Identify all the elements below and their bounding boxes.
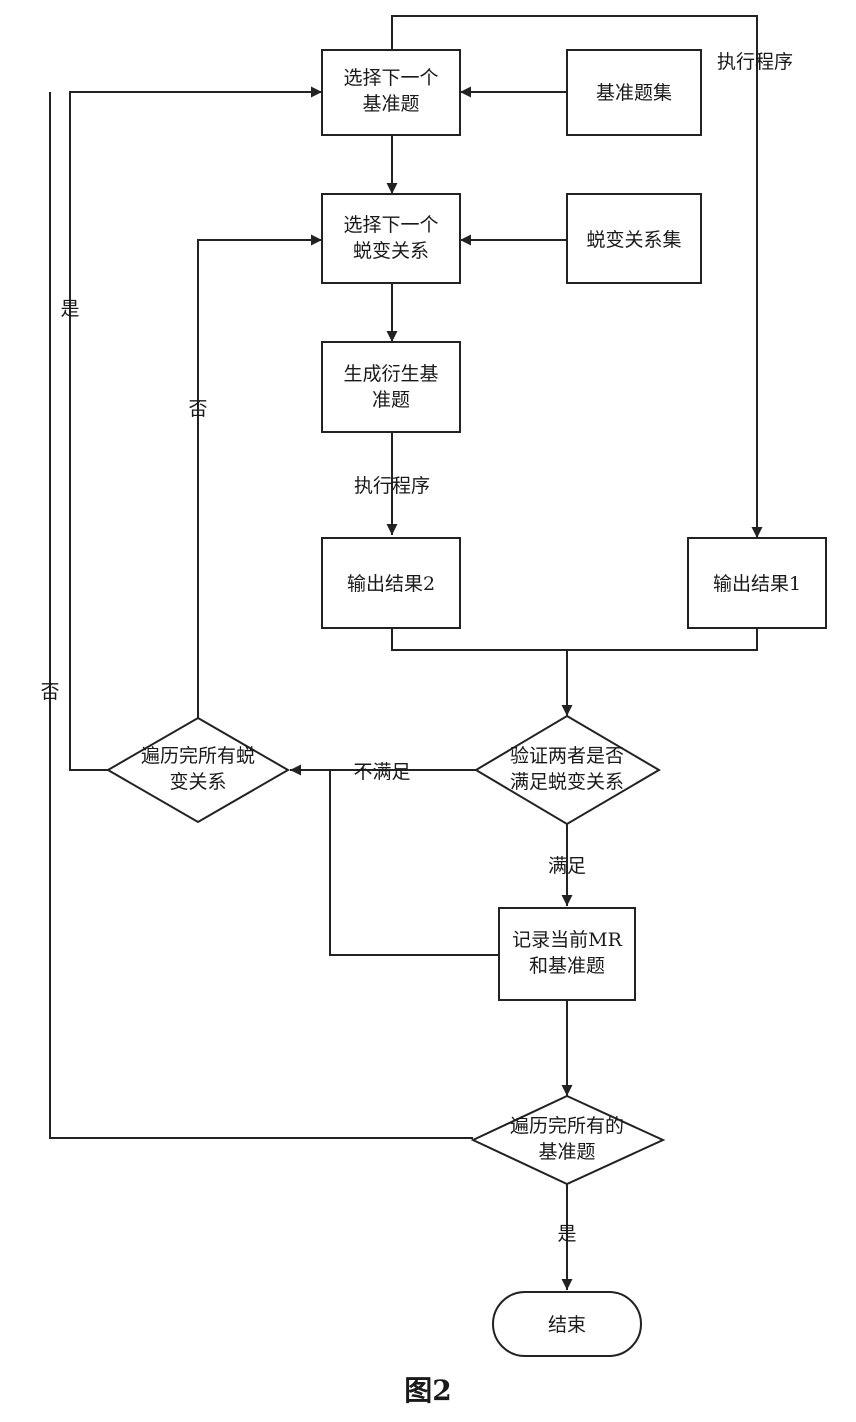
figure-caption: 图2 bbox=[404, 1374, 451, 1407]
node-mr-set: 蜕变关系集 bbox=[566, 193, 702, 284]
svg-text:基准题集: 基准题集 bbox=[596, 82, 672, 104]
label-not-satisfy: 不满足 bbox=[353, 761, 410, 783]
edge-labels: 执行程序 执行程序 否 是 否 不满足 满足 是 bbox=[40, 51, 793, 1245]
svg-text:基准题: 基准题 bbox=[538, 1141, 595, 1163]
edge-all-benchmark-no-to-select bbox=[49, 92, 473, 1139]
node-all-mr-traversed: 遍历完所有蜕 变关系 bbox=[106, 716, 290, 824]
connectors bbox=[49, 15, 763, 1290]
svg-text:结束: 结束 bbox=[548, 1314, 586, 1336]
node-generate-derived: 生成衍生基 准题 bbox=[321, 341, 461, 433]
svg-text:选择下一个: 选择下一个 bbox=[343, 67, 438, 89]
label-yes-left: 是 bbox=[60, 298, 79, 320]
svg-text:和基准题: 和基准题 bbox=[529, 955, 605, 977]
label-satisfy: 满足 bbox=[548, 855, 586, 877]
node-output2: 输出结果2 bbox=[321, 537, 461, 629]
node-all-benchmark-traversed: 遍历完所有的 基准题 bbox=[470, 1094, 666, 1186]
svg-text:遍历完所有的: 遍历完所有的 bbox=[510, 1115, 624, 1137]
svg-text:生成衍生基: 生成衍生基 bbox=[343, 363, 438, 385]
label-no-mr: 否 bbox=[188, 398, 207, 420]
edge-record-to-all-mr bbox=[329, 770, 499, 956]
node-select-mr: 选择下一个 蜕变关系 bbox=[321, 193, 461, 284]
svg-text:记录当前MR: 记录当前MR bbox=[512, 929, 622, 951]
svg-text:蜕变关系: 蜕变关系 bbox=[353, 240, 429, 262]
edge-all-mr-yes-to-select bbox=[69, 86, 322, 771]
svg-text:输出结果2: 输出结果2 bbox=[347, 573, 435, 595]
node-end: 结束 bbox=[492, 1291, 642, 1357]
svg-text:遍历完所有蜕: 遍历完所有蜕 bbox=[141, 745, 255, 767]
edge-all-mr-no-to-select-mr bbox=[197, 234, 322, 718]
label-no-left: 否 bbox=[40, 681, 59, 703]
edge-top-loop-to-output1 bbox=[391, 15, 763, 538]
node-benchmark-set: 基准题集 bbox=[566, 49, 702, 136]
svg-text:选择下一个: 选择下一个 bbox=[343, 214, 438, 236]
node-select-benchmark: 选择下一个 基准题 bbox=[321, 49, 461, 136]
node-verify: 验证两者是否 满足蜕变关系 bbox=[474, 714, 661, 826]
node-record: 记录当前MR 和基准题 bbox=[498, 907, 636, 1001]
svg-text:变关系: 变关系 bbox=[169, 771, 226, 793]
svg-text:准题: 准题 bbox=[372, 389, 410, 411]
svg-text:满足蜕变关系: 满足蜕变关系 bbox=[510, 771, 624, 793]
edge-outputs-to-verify bbox=[391, 628, 758, 716]
svg-text:验证两者是否: 验证两者是否 bbox=[510, 745, 624, 767]
label-execute-top: 执行程序 bbox=[717, 51, 793, 73]
node-output1: 输出结果1 bbox=[687, 537, 827, 629]
svg-text:蜕变关系集: 蜕变关系集 bbox=[586, 229, 681, 251]
label-yes-bottom: 是 bbox=[557, 1223, 576, 1245]
svg-text:输出结果1: 输出结果1 bbox=[713, 573, 801, 595]
label-execute-middle: 执行程序 bbox=[354, 475, 430, 497]
svg-text:基准题: 基准题 bbox=[362, 93, 419, 115]
